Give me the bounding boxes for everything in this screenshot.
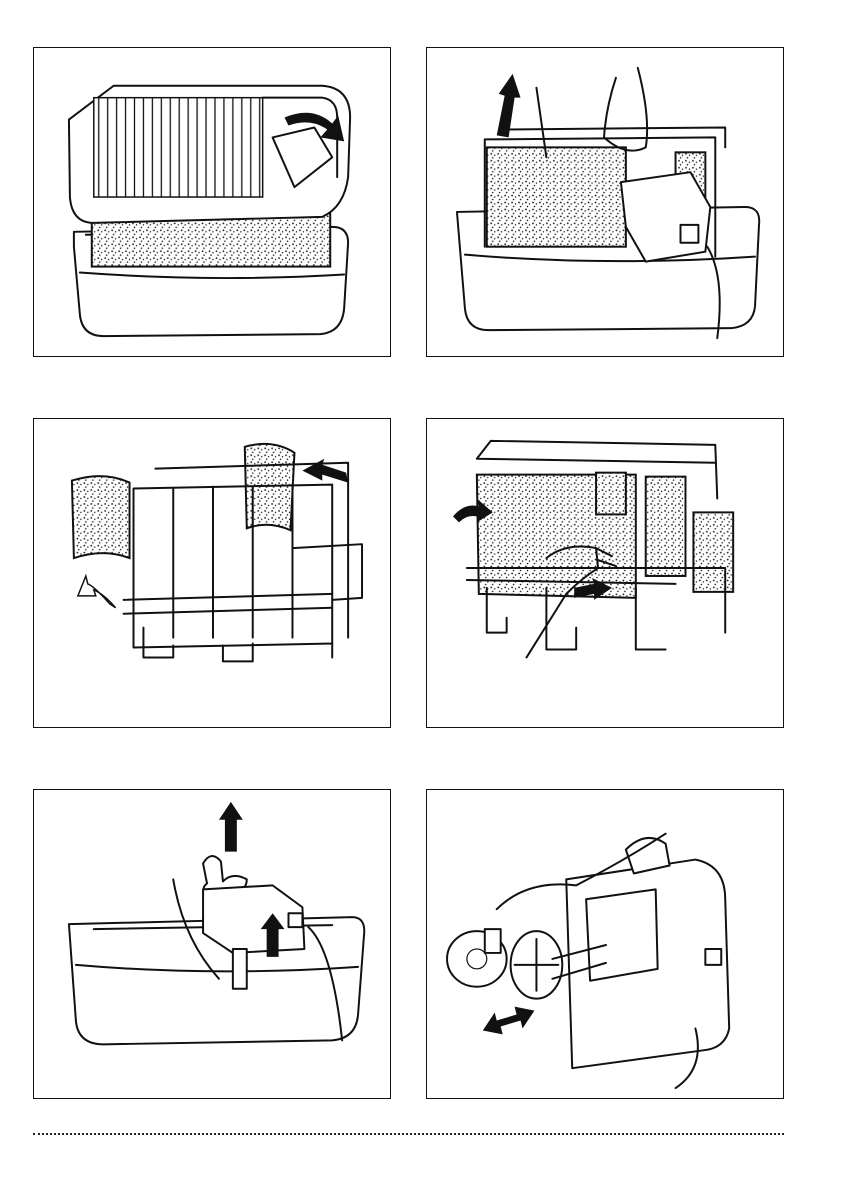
cover-removal-illustration [33,47,391,357]
filter-mat-insertion-illustration [426,418,784,728]
filter-mat-frame-illustration [33,418,391,728]
footer-dotted-rule [33,1133,784,1135]
pump-detach-illustration [426,789,784,1099]
fan-removal-illustration [33,789,391,1099]
motor-unit-lift-illustration [426,47,784,357]
